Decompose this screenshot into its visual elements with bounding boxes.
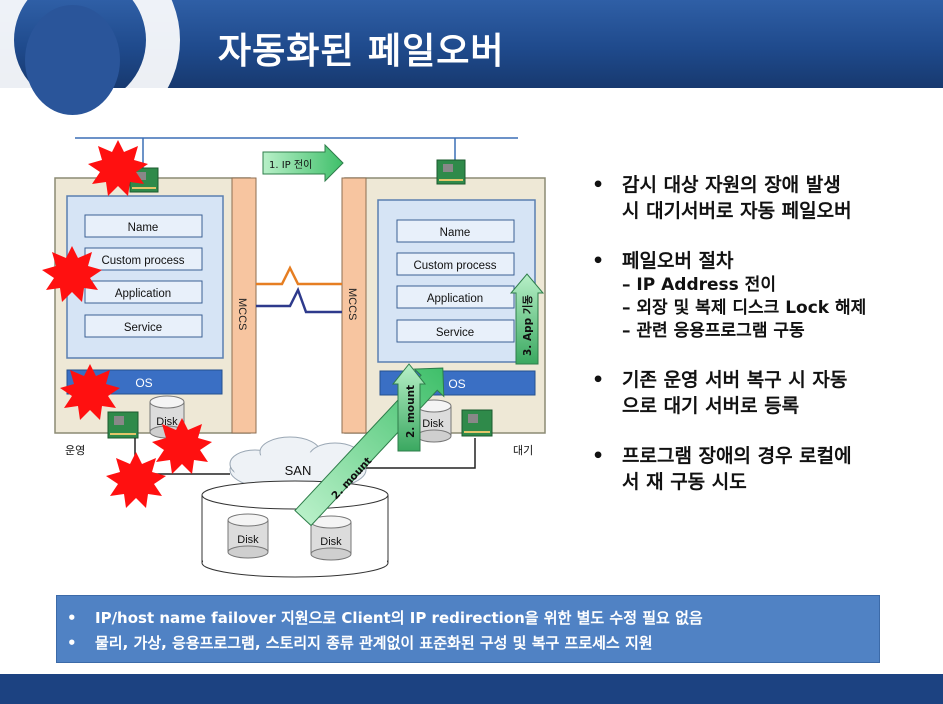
right-item-list: Name Custom process Application Service (396, 219, 515, 343)
step1-label: 1. IP 전이 (269, 159, 312, 171)
left-item-service: Service (124, 322, 162, 334)
bullet-item: • 감시 대상 자원의 장애 발생 시 대기서버로 자동 페일오버 (592, 172, 937, 224)
failure-explosion-icon (60, 364, 120, 420)
mccs-right-bar (341, 177, 367, 434)
right-item-application: Application (427, 293, 483, 305)
note-line: • 물리, 가상, 응용프로그램, 스토리지 종류 관계없이 표준화된 구성 및 … (67, 632, 653, 653)
right-item-name: Name (440, 227, 471, 239)
step3-app-start-arrow (509, 273, 545, 365)
step1-ip-transfer-arrow (262, 143, 344, 183)
right-nic-top-icon (436, 159, 466, 185)
bullet-sublist: – IP Address 전이 – 외장 및 복제 디스크 Lock 해제 – … (622, 274, 937, 343)
bullet-line: 서 재 구동 시도 (622, 471, 747, 493)
left-nic-bottom-icon (107, 411, 139, 439)
left-item-list: Name Custom process Application Service (84, 214, 203, 338)
bullet-list: • 감시 대상 자원의 장애 발생 시 대기서버로 자동 페일오버 • 페일오버… (592, 172, 937, 519)
left-disk-label: Disk (156, 416, 178, 428)
bullet-marker: • (592, 250, 605, 272)
mccs-right-label: MCCS (346, 288, 358, 320)
failure-explosion-icon (88, 140, 148, 196)
note-marker: • (67, 634, 77, 652)
bullet-subitem: – IP Address 전이 (622, 275, 776, 295)
heartbeat-line-blue (256, 286, 342, 314)
mccs-left-label: MCCS (236, 298, 248, 330)
step2-vertical-label: 2. mount (405, 385, 417, 438)
logo-inner-icon (25, 5, 120, 115)
storage-disk-1-icon (227, 513, 269, 559)
bullet-line: 으로 대기 서버로 등록 (622, 395, 800, 417)
bullet-subitem: – 외장 및 복제 디스크 Lock 해제 (622, 298, 867, 318)
left-disk-icon (149, 395, 185, 439)
right-server-label: 대기 (513, 444, 533, 457)
note-text: 물리, 가상, 응용프로그램, 스토리지 종류 관계없이 표준화된 구성 및 복… (95, 634, 653, 652)
failure-explosion-icon (152, 418, 212, 474)
left-server-label: 운영 (65, 444, 85, 457)
storage-disk-1-label: Disk (237, 534, 259, 546)
bullet-line: 프로그램 장애의 경우 로컬에 (622, 445, 852, 467)
san-label: SAN (285, 463, 312, 478)
heartbeat-line-orange (256, 265, 342, 286)
bullet-item: • 페일오버 절차 – IP Address 전이 – 외장 및 복제 디스크 … (592, 248, 937, 343)
summary-note-box: • IP/host name failover 지원으로 Client의 IP r… (56, 595, 880, 663)
bullet-marker: • (592, 174, 605, 196)
left-item-custom-process: Custom process (101, 255, 184, 267)
bullet-item: • 기존 운영 서버 복구 시 자동 으로 대기 서버로 등록 (592, 367, 937, 419)
bullet-item: • 프로그램 장애의 경우 로컬에 서 재 구동 시도 (592, 443, 937, 495)
failover-diagram: Name Custom process Application Service … (42, 137, 546, 578)
bullet-line: 감시 대상 자원의 장애 발생 (622, 174, 841, 196)
storage-disk-2-label: Disk (320, 536, 342, 548)
step3-label: 3. App 기동 (521, 295, 534, 356)
bullet-marker: • (592, 369, 605, 391)
note-text: IP/host name failover 지원으로 Client의 IP re… (95, 609, 703, 627)
right-item-service: Service (436, 327, 474, 339)
right-os-label: OS (448, 377, 465, 391)
failure-explosion-icon (106, 452, 166, 508)
note-marker: • (67, 609, 77, 627)
failure-explosion-icon (42, 246, 102, 302)
left-item-name: Name (128, 222, 159, 234)
note-line: • IP/host name failover 지원으로 Client의 IP r… (67, 607, 703, 628)
bullet-marker: • (592, 445, 605, 467)
left-os-label: OS (135, 376, 152, 390)
left-item-application: Application (115, 288, 171, 300)
storage-disk-2-icon (310, 515, 352, 561)
footer-bar (0, 674, 943, 704)
bullet-line: 페일오버 절차 (622, 250, 734, 272)
mccs-left-bar (231, 177, 257, 434)
right-item-custom-process: Custom process (413, 260, 496, 272)
bullet-line: 기존 운영 서버 복구 시 자동 (622, 369, 848, 391)
right-nic-bottom-icon (461, 409, 493, 437)
page-title: 자동화된 페일오버 (218, 31, 505, 72)
step2-mount-vertical-arrow (391, 363, 427, 452)
bullet-subitem: – 관련 응용프로그램 구동 (622, 321, 805, 341)
bullet-line: 시 대기서버로 자동 페일오버 (622, 200, 852, 222)
header-bar (0, 0, 943, 140)
right-disk-label: Disk (422, 418, 444, 430)
